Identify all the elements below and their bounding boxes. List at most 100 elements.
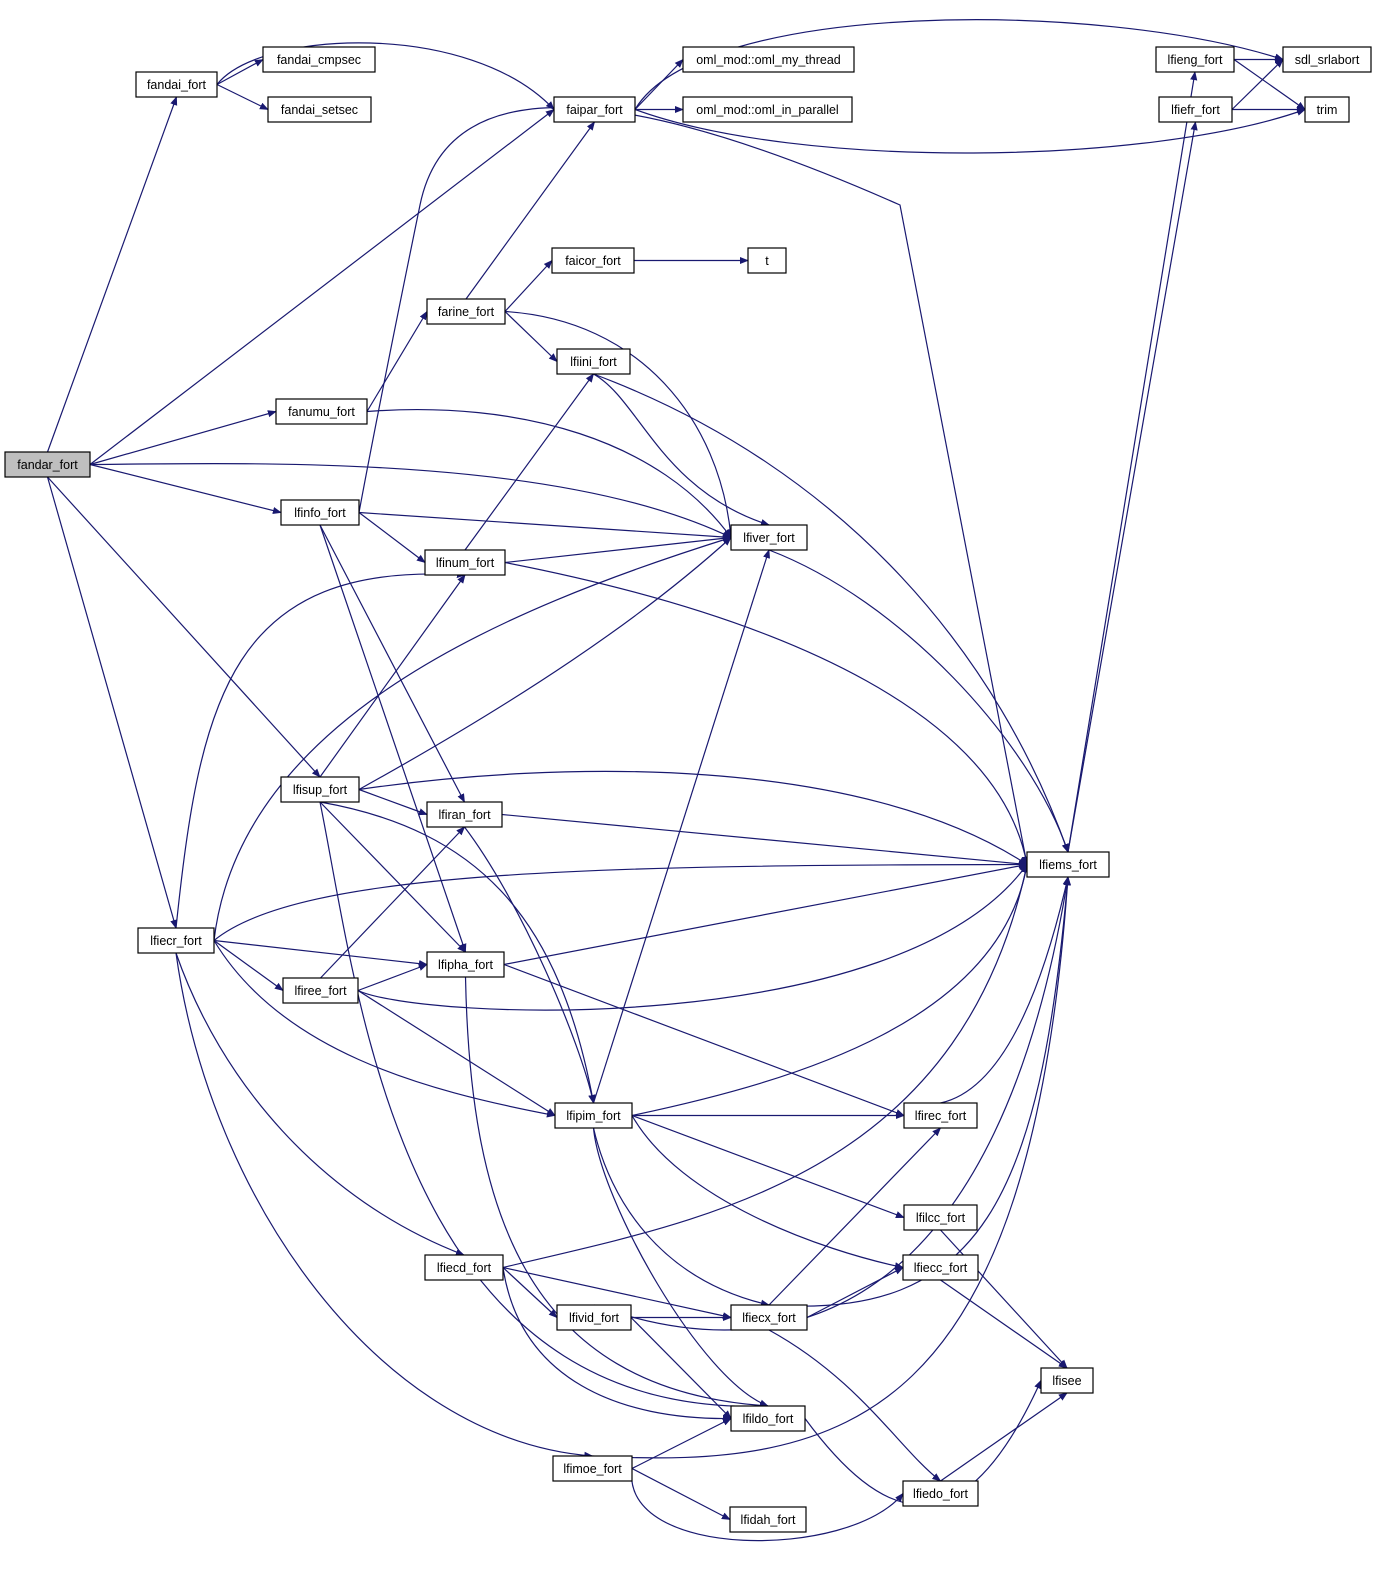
edge-fandar_fort-to-fanumu_fort [89, 410, 277, 466]
edge-lfipha_fort-to-lfildo_fort [464, 976, 769, 1410]
edge-lfipim_fort-to-lfiver_fort [592, 549, 770, 1104]
edge-lfimoe_fort-to-lfidah_fort [631, 1467, 731, 1521]
edge-lfipim_fort-to-lfiecx_fort [592, 1127, 770, 1307]
edge-fanumu_fort-to-lfiver_fort [366, 409, 732, 539]
node-lfipha_fort[interactable]: lfipha_fort [426, 951, 505, 978]
node-lfimoe_fort[interactable]: lfimoe_fort [552, 1455, 633, 1482]
node-box [730, 1405, 806, 1432]
node-lfisup_fort[interactable]: lfisup_fort [280, 776, 360, 803]
node-fandar_fort[interactable]: fandar_fort [4, 451, 91, 478]
node-label: fandar_fort [17, 458, 78, 472]
node-lfildo_fort[interactable]: lfildo_fort [730, 1405, 806, 1432]
node-lfiedo_fort[interactable]: lfiedo_fort [902, 1480, 979, 1507]
node-lfidah_fort[interactable]: lfidah_fort [729, 1506, 807, 1533]
edge-lfiree_fort-to-lfipim_fort [357, 989, 556, 1117]
node-trim[interactable]: trim [1304, 96, 1350, 123]
node-lfilcc_fort[interactable]: lfilcc_fort [903, 1204, 978, 1231]
node-box [1155, 46, 1235, 73]
node-lfiefr_fort[interactable]: lfiefr_fort [1158, 96, 1233, 123]
node-lfiecr_fort[interactable]: lfiecr_fort [137, 927, 215, 954]
node-lfivid_fort[interactable]: lfivid_fort [556, 1304, 632, 1331]
edge-lfipim_fort-to-lfildo_fort [592, 1127, 769, 1407]
node-lfisee[interactable]: lfisee [1040, 1367, 1094, 1394]
node-box [902, 1480, 979, 1507]
edge-lfiecr_fort-to-lfipim_fort [213, 940, 556, 1118]
edge-lfiecr_fort-to-lfinum_fort [175, 570, 466, 929]
node-label: t [765, 254, 769, 268]
node-t[interactable]: t [747, 247, 787, 274]
node-box [275, 398, 368, 425]
edge-lfisup_fort-to-lfiems_fort [358, 770, 1028, 866]
edge-fandai_fort-to-fandai_setsec [216, 83, 269, 111]
edge-lfiecr_fort-to-lfiver_fort [213, 536, 732, 941]
edge-faipar_fort-to-trim [634, 108, 1306, 154]
edge-lfisup_fort-to-lfiran_fort [358, 788, 428, 816]
node-farine_fort[interactable]: farine_fort [426, 298, 506, 325]
node-fanumu_fort[interactable]: fanumu_fort [275, 398, 368, 425]
node-lfipim_fort[interactable]: lfipim_fort [554, 1102, 633, 1129]
node-label: lfirec_fort [915, 1109, 967, 1123]
node-label: fandai_fort [147, 78, 207, 92]
node-box [424, 1254, 504, 1281]
node-label: lfieng_fort [1168, 53, 1223, 67]
node-label: oml_mod::oml_my_thread [696, 53, 841, 67]
node-box [902, 1254, 979, 1281]
node-fandai_cmpsec[interactable]: fandai_cmpsec [262, 46, 376, 73]
node-fandai_fort[interactable]: fandai_fort [135, 71, 218, 98]
node-lfiecx_fort[interactable]: lfiecx_fort [730, 1304, 808, 1331]
node-fandai_setsec[interactable]: fandai_setsec [267, 96, 372, 123]
node-box [729, 1506, 807, 1533]
edge-lfimoe_fort-to-lfiedo_fort [631, 1468, 904, 1542]
node-sdl_srlabort[interactable]: sdl_srlabort [1282, 46, 1372, 73]
node-label: lfinfo_fort [294, 506, 346, 520]
node-label: fandai_cmpsec [277, 53, 361, 67]
node-lfiran_fort[interactable]: lfiran_fort [426, 801, 503, 828]
edge-lfisup_fort-to-lfinum_fort [319, 574, 466, 778]
edge-lfiree_fort-to-lfiems_fort [357, 863, 1028, 1011]
node-label: lfiini_fort [570, 355, 617, 369]
node-label: lfipha_fort [438, 958, 493, 972]
node-lfieng_fort[interactable]: lfieng_fort [1155, 46, 1235, 73]
node-box [556, 348, 631, 375]
edge-fandar_fort-to-lfinfo_fort [89, 463, 282, 515]
node-box [426, 951, 505, 978]
node-box [682, 46, 855, 73]
node-faicor_fort[interactable]: faicor_fort [551, 247, 635, 274]
edge-lfisup_fort-to-lfipha_fort [319, 801, 467, 953]
node-lfinum_fort[interactable]: lfinum_fort [424, 549, 506, 576]
node-lfiini_fort[interactable]: lfiini_fort [556, 348, 631, 375]
node-lfiecc_fort[interactable]: lfiecc_fort [902, 1254, 979, 1281]
node-box [554, 1102, 633, 1129]
node-label: lfidah_fort [741, 1513, 796, 1527]
edge-lfiecx_fort-to-lfiems_fort [768, 876, 1071, 1307]
node-box [280, 499, 360, 526]
node-lfinfo_fort[interactable]: lfinfo_fort [280, 499, 360, 526]
edge-farine_fort-to-faipar_fort [465, 121, 596, 300]
edge-lfisup_fort-to-lfipim_fort [319, 801, 596, 1104]
node-lfiecd_fort[interactable]: lfiecd_fort [424, 1254, 504, 1281]
node-lfiems_fort[interactable]: lfiems_fort [1026, 851, 1110, 878]
edge-lfipim_fort-to-lfiecc_fort [631, 1115, 904, 1270]
node-lfiree_fort[interactable]: lfiree_fort [282, 977, 359, 1004]
node-oml_in_parallel[interactable]: oml_mod::oml_in_parallel [682, 96, 853, 123]
node-lfirec_fort[interactable]: lfirec_fort [903, 1102, 978, 1129]
edge-lfinfo_fort-to-lfiems_fort [358, 107, 1030, 866]
edge-lfiini_fort-to-lfiver_fort [593, 373, 770, 526]
edge-lfiran_fort-to-lfipim_fort [464, 826, 596, 1104]
node-lfiver_fort[interactable]: lfiver_fort [730, 524, 808, 551]
node-box [1304, 96, 1350, 123]
node-label: lfiecx_fort [742, 1311, 796, 1325]
node-box [556, 1304, 632, 1331]
edge-lfinfo_fort-to-lfiran_fort [319, 524, 466, 803]
node-box [4, 451, 91, 478]
node-label: lfiems_fort [1039, 858, 1097, 872]
node-box [730, 524, 808, 551]
node-oml_my_thread[interactable]: oml_mod::oml_my_thread [682, 46, 855, 73]
edge-lfieng_fort-to-trim [1233, 59, 1306, 111]
edge-fandai_fort-to-fandai_cmpsec [216, 58, 264, 86]
edge-lfisup_fort-to-lfildo_fort [319, 801, 769, 1410]
edge-faipar_fort-to-sdl_srlabort [634, 19, 1284, 110]
node-faipar_fort[interactable]: faipar_fort [553, 96, 636, 123]
edge-lfiecx_fort-to-lfiedo_fort [768, 1329, 942, 1482]
